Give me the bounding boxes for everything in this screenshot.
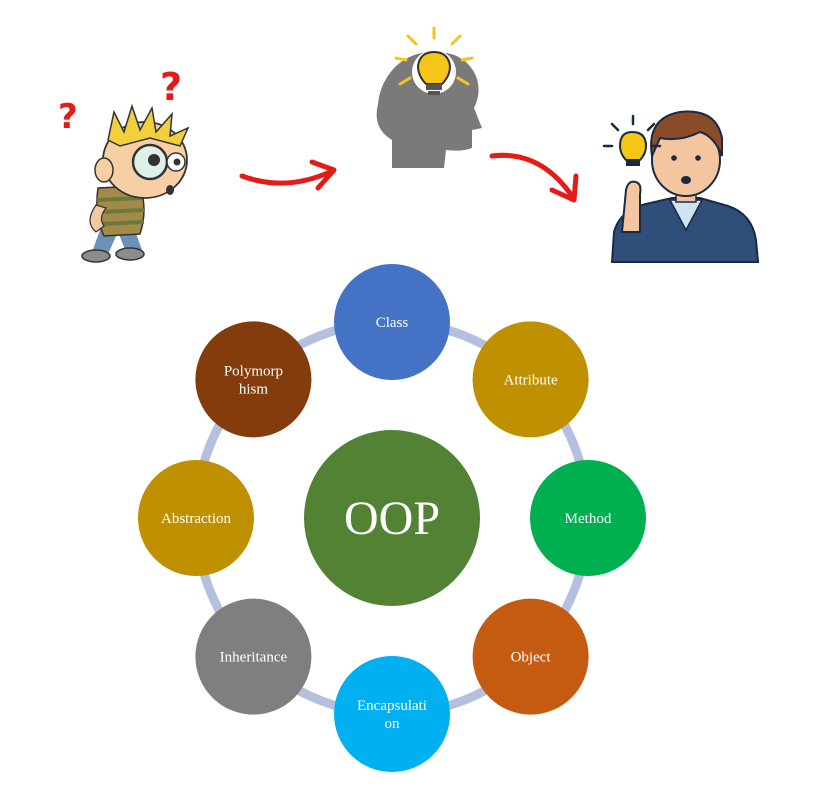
idea-person-icon	[602, 110, 760, 263]
concept-label-encapsulation-line-2: on	[385, 716, 401, 732]
concept-node-polymorphism: Polymorp hism	[195, 321, 312, 438]
concept-label-encapsulation-line-1: Encapsulati	[357, 698, 427, 714]
concept-label-polymorphism-line-1: Polymorp	[224, 363, 283, 379]
concept-circle-abstraction	[138, 460, 254, 576]
concept-node-encapsulation: Encapsulati on	[334, 656, 450, 772]
concept-label-object: Object	[511, 650, 552, 666]
red-arrow-icon-2	[489, 152, 579, 203]
concept-circle-attribute	[472, 321, 589, 438]
concept-label-polymorphism-line-2: hism	[239, 381, 269, 397]
concept-node-attribute: Attribute	[472, 321, 589, 438]
concept-node-inheritance: Inheritance	[195, 598, 312, 715]
concept-circle-class	[334, 264, 450, 380]
lightbulb-head-icon	[376, 26, 482, 168]
oop-center-node: OOP	[304, 430, 480, 606]
concept-circle-method	[530, 460, 646, 576]
concept-circle-inheritance	[195, 598, 312, 715]
confused-kid-icon: ? ?	[58, 65, 190, 263]
concept-label-inheritance: Inheritance	[220, 650, 288, 666]
concept-label-method: Method	[565, 511, 612, 527]
concept-node-abstraction: Abstraction	[138, 460, 254, 576]
concept-node-class: Class	[334, 264, 450, 380]
concept-node-method: Method	[530, 460, 646, 576]
concept-label-class: Class	[376, 315, 409, 331]
svg-text:?: ?	[58, 97, 78, 137]
concept-node-object: Object	[472, 598, 589, 715]
oop-center-circle	[304, 430, 480, 606]
red-arrow-icon	[239, 159, 337, 191]
concept-circle-polymorphism	[195, 321, 312, 438]
concept-circle-object	[472, 598, 589, 715]
concept-label-attribute: Attribute	[504, 372, 558, 388]
concept-circle-encapsulation	[334, 656, 450, 772]
svg-text:?: ?	[160, 65, 182, 109]
oop-center-label: OOP	[344, 492, 440, 545]
concept-label-abstraction: Abstraction	[161, 511, 231, 527]
